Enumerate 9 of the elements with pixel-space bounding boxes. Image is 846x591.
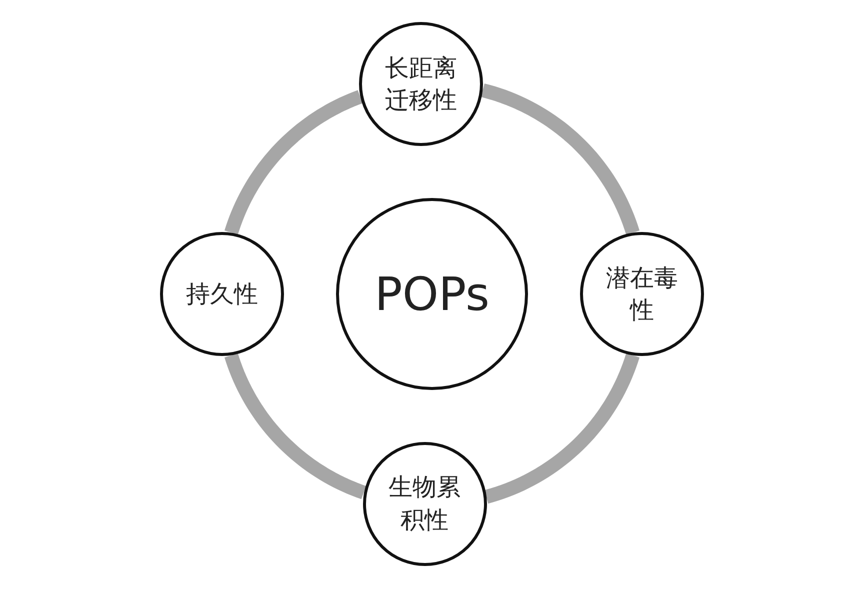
node-label: 潜在毒性: [605, 262, 679, 326]
ring-connector: [224, 353, 366, 500]
node-label: 长距离迁移性: [384, 52, 458, 116]
ring-connector: [484, 353, 640, 504]
node-label: 持久性: [185, 278, 259, 310]
ring-connector: [224, 90, 363, 236]
node-label: 生物累积性: [388, 472, 462, 536]
ring-connector: [480, 83, 640, 235]
node-label: POPs: [374, 266, 490, 323]
